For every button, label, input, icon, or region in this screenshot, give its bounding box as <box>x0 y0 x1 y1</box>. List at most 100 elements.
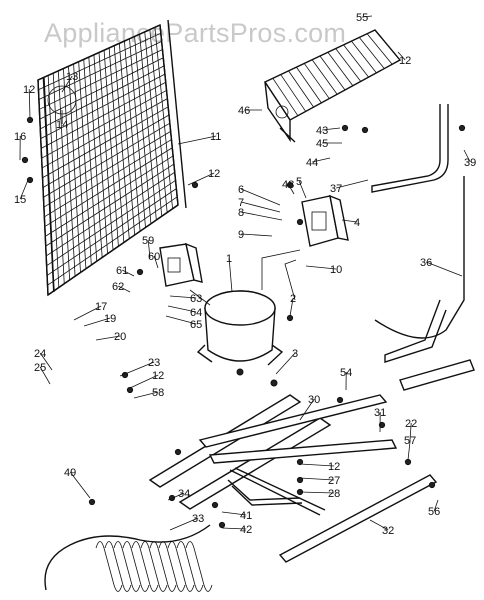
callout-leader <box>169 295 197 299</box>
callout-leader <box>129 374 159 389</box>
callout-label: 5 <box>296 176 302 188</box>
callout-leader <box>463 149 471 163</box>
callout-label: 46 <box>238 105 250 117</box>
callout-label: 10 <box>330 264 342 276</box>
callout-leader <box>397 51 406 61</box>
callout-leader <box>241 211 283 221</box>
callout-label: 59 <box>142 235 154 247</box>
drain-heater-coil <box>95 541 213 592</box>
callout-leader <box>167 492 185 501</box>
callout-label: 12 <box>399 55 411 67</box>
condenser-coil <box>37 19 187 297</box>
callout-leader <box>169 517 199 531</box>
callout-label: 17 <box>95 301 107 313</box>
callout-leader <box>28 88 31 119</box>
callout-label: 56 <box>428 506 440 518</box>
callout-label: 36 <box>420 257 432 269</box>
callout-leader <box>167 305 197 313</box>
callout-leader <box>322 127 341 131</box>
callout-label: 12 <box>208 168 220 180</box>
callout-leader <box>187 172 215 186</box>
callout-label: 28 <box>328 488 340 500</box>
callout-label: 22 <box>405 418 417 430</box>
callout-label: 42 <box>240 524 252 536</box>
watermark: AppliancePartsPros.com <box>44 18 347 48</box>
callout-label: 32 <box>382 525 394 537</box>
callout-leader <box>221 527 247 530</box>
callout-leader <box>147 239 151 259</box>
callout-leader <box>312 157 331 163</box>
drain-tube <box>374 176 465 339</box>
callout-leader <box>433 499 439 512</box>
callout-label: 61 <box>116 265 128 277</box>
callout-leader <box>289 297 294 317</box>
callout-label: 57 <box>404 435 416 447</box>
callout-leader <box>133 391 159 399</box>
callout-leader <box>73 305 102 321</box>
callout-leader <box>369 519 389 531</box>
callout-leader <box>118 285 131 293</box>
base-frame <box>148 394 398 516</box>
callout-leader <box>241 233 273 237</box>
suction-tube <box>371 104 449 193</box>
callout-leader <box>299 463 335 467</box>
callout-label: 20 <box>114 331 126 343</box>
callout-label: 63 <box>190 293 202 305</box>
overload-box <box>159 242 203 287</box>
callout-label: 60 <box>148 251 160 263</box>
callout-leader <box>61 75 73 93</box>
callout-label: 12 <box>328 461 340 473</box>
callout-leader <box>153 255 159 269</box>
callout-leader <box>299 398 315 421</box>
callout-label: 14 <box>56 119 68 131</box>
callout-leader <box>95 335 121 341</box>
mounting-rail <box>278 359 475 563</box>
callout-label: 39 <box>464 157 476 169</box>
callout-leader <box>299 477 335 481</box>
callout-label: 16 <box>14 131 26 143</box>
callout-leader <box>298 180 307 199</box>
callout-label: 45 <box>316 138 328 150</box>
callout-leader <box>83 317 111 327</box>
callout-leader <box>122 269 135 277</box>
callout-label: 24 <box>34 348 46 360</box>
callout-leader <box>165 315 197 325</box>
callout-leader <box>19 179 29 200</box>
callout-label: 62 <box>112 281 124 293</box>
callout-leader <box>426 261 463 277</box>
callout-label: 12 <box>152 370 164 382</box>
evaporator-coil <box>263 29 402 143</box>
callout-label: 33 <box>192 513 204 525</box>
callout-leader <box>39 366 51 385</box>
callout-label: 65 <box>190 319 202 331</box>
callout-leader <box>407 439 411 461</box>
callout-leader <box>241 201 281 213</box>
callout-label: 2 <box>290 293 296 305</box>
callout-label: 27 <box>328 475 340 487</box>
drain-loop <box>44 524 211 591</box>
callout-leader <box>362 15 373 18</box>
callout-leader <box>336 179 369 189</box>
callout-leader <box>341 219 358 223</box>
callout-label: 6 <box>238 184 244 196</box>
callout-label: 54 <box>340 367 352 379</box>
callout-leader <box>275 352 296 375</box>
callout-label: 64 <box>190 307 202 319</box>
compressor <box>196 290 284 387</box>
callout-leader <box>299 491 335 494</box>
callout-label: 58 <box>152 387 164 399</box>
callout-label: 30 <box>308 394 320 406</box>
callout-label: 43 <box>316 125 328 137</box>
callout-label: 19 <box>104 313 116 325</box>
callout-label: 4 <box>354 217 360 229</box>
callout-label: 9 <box>238 229 244 241</box>
callout-label: 13 <box>66 71 78 83</box>
callout-label: 55 <box>356 12 368 24</box>
callout-label: 7 <box>238 197 244 209</box>
callout-leader <box>177 135 217 145</box>
callout-label: 12 <box>23 84 35 96</box>
callout-leader <box>69 471 91 499</box>
relay-box <box>301 194 349 247</box>
callout-leader <box>221 511 247 516</box>
